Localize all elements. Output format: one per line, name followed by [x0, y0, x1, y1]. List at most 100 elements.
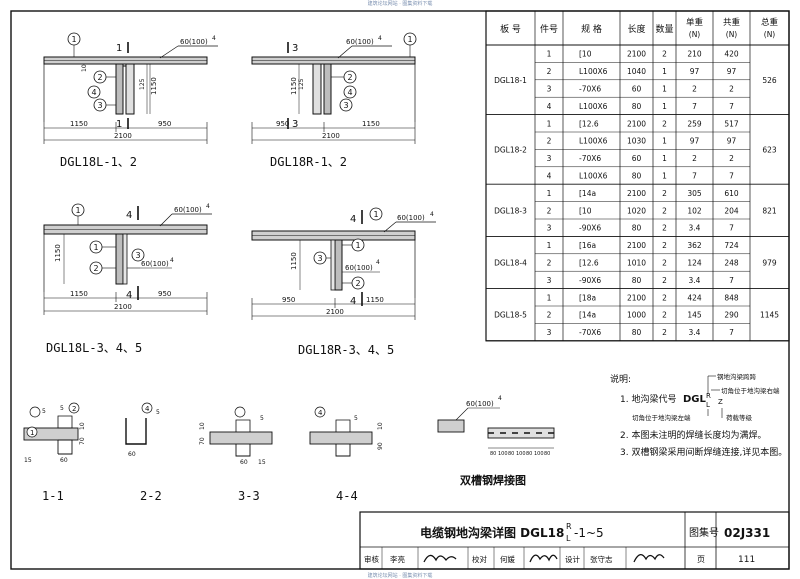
table-cell: -90X6 — [579, 224, 601, 233]
svg-text:1: 1 — [116, 119, 122, 130]
svg-text:5: 5 — [42, 408, 46, 415]
table-cell: 724 — [724, 241, 739, 250]
table-cell: 7 — [692, 172, 697, 181]
svg-text:2: 2 — [348, 73, 353, 82]
svg-text:钢地沟梁跨跨: 钢地沟梁跨跨 — [717, 372, 757, 381]
double-channel-detail: 60(100) 4 80 100 80 100 80 100 80 双槽钢焊接图 — [437, 395, 555, 487]
table-cell: 7 — [692, 102, 697, 111]
svg-text:4: 4 — [212, 35, 216, 42]
svg-text:60(100): 60(100) — [345, 264, 373, 272]
table-cell: 259 — [687, 119, 702, 128]
bottom-watermark: 建筑论坛网站 · 图集资料下载 — [367, 573, 433, 579]
table-cell: 305 — [687, 189, 702, 198]
svg-text:1150: 1150 — [70, 120, 88, 128]
svg-text:2. 本图未注明的焊缝长度均为满焊。: 2. 本图未注明的焊缝长度均为满焊。 — [620, 429, 766, 441]
svg-text:何媛: 何媛 — [500, 554, 515, 564]
svg-text:70: 70 — [199, 437, 206, 445]
title-block: 电缆钢地沟梁详图 DGL18 R L -1~5 图集号 02J331 审核 李亮… — [359, 511, 790, 570]
svg-text:5: 5 — [60, 405, 64, 412]
table-cell: 1 — [547, 119, 552, 128]
table-cell: [12.6 — [579, 119, 599, 128]
table-cell: 2100 — [627, 241, 646, 250]
table-cell: -90X6 — [579, 276, 601, 285]
svg-text:90: 90 — [377, 442, 384, 450]
table-cell: 1030 — [627, 137, 646, 146]
table-cell: 2 — [662, 276, 667, 285]
table-cell: 2100 — [627, 189, 646, 198]
table-cell: 204 — [724, 206, 739, 215]
table-cell: [16a — [579, 241, 596, 250]
svg-text:1150: 1150 — [362, 120, 380, 128]
svg-text:4: 4 — [430, 211, 434, 218]
table-cell: L100X6 — [579, 67, 608, 76]
table-cell: 4 — [547, 102, 552, 111]
svg-text:4: 4 — [378, 35, 382, 42]
svg-text:100: 100 — [516, 451, 526, 457]
svg-text:5: 5 — [260, 415, 264, 422]
table-cell: 7 — [729, 224, 734, 233]
svg-text:R: R — [566, 522, 572, 531]
svg-text:2100: 2100 — [114, 303, 132, 311]
table-cell: -70X6 — [579, 154, 601, 163]
svg-text:1150: 1150 — [366, 296, 384, 304]
group-name: DGL18-4 — [494, 259, 527, 268]
svg-text:3: 3 — [136, 251, 141, 260]
drawing-title: DGL18R-3、4、5 — [298, 343, 394, 357]
table-cell: 2 — [662, 328, 667, 337]
designer-signature — [633, 554, 665, 563]
table-cell: 1 — [662, 102, 667, 111]
table-cell: 2 — [547, 206, 552, 215]
svg-text:1: 1 — [356, 241, 361, 250]
svg-text:60: 60 — [240, 459, 248, 466]
table-header: 长度 — [627, 23, 645, 35]
group-total: 526 — [762, 76, 777, 85]
svg-text:80: 80 — [508, 451, 514, 457]
table-cell: 517 — [724, 119, 739, 128]
table-cell: 3 — [547, 276, 552, 285]
reviewer-signature — [423, 554, 457, 563]
angle-stiffener — [115, 63, 124, 115]
table-cell: 2 — [692, 154, 697, 163]
table-cell: 1 — [547, 293, 552, 302]
notes-block: 说明: 1. 地沟梁代号 DGL R L Z 钢地沟梁跨跨 切角位于地沟梁右端 … — [610, 372, 787, 458]
svg-text:4: 4 — [376, 259, 380, 266]
table-cell: 80 — [632, 172, 642, 181]
table-cell: 145 — [687, 311, 702, 320]
table-cell: 97 — [690, 137, 700, 146]
table-cell: 2100 — [627, 293, 646, 302]
table-cell: 4 — [547, 172, 552, 181]
svg-text:80: 80 — [544, 451, 550, 457]
table-cell: L100X6 — [579, 172, 608, 181]
group-total: 979 — [762, 259, 777, 268]
table-cell: 2 — [547, 259, 552, 268]
table-cell: 290 — [724, 311, 739, 320]
svg-text:4: 4 — [350, 296, 356, 307]
svg-text:1: 1 — [408, 35, 413, 44]
section-mark-top: 1 — [116, 43, 122, 54]
table-header: 共重 — [723, 17, 741, 28]
section-label: 4-4 — [336, 489, 358, 503]
svg-text:李亮: 李亮 — [390, 554, 405, 564]
table-cell: [10 — [579, 50, 592, 59]
group-name: DGL18-2 — [494, 145, 527, 154]
table-cell: 2 — [662, 293, 667, 302]
table-header: 规 格 — [581, 23, 602, 35]
table-cell: [10 — [579, 206, 592, 215]
svg-text:荷载等级: 荷载等级 — [726, 413, 753, 422]
svg-text:1150: 1150 — [54, 244, 62, 262]
svg-text:3: 3 — [98, 101, 103, 110]
table-cell: 2 — [692, 85, 697, 94]
table-cell: [14a — [579, 311, 596, 320]
table-cell: 80 — [632, 328, 642, 337]
table-cell: 3 — [547, 224, 552, 233]
table-cell: 97 — [727, 137, 737, 146]
table-cell: 1000 — [627, 311, 646, 320]
table-header: 数量 — [655, 23, 673, 35]
svg-text:审核: 审核 — [364, 554, 379, 564]
svg-text:60(100): 60(100) — [141, 260, 169, 268]
drawing-title: DGL18L-3、4、5 — [46, 341, 142, 355]
svg-text:60(100): 60(100) — [346, 38, 374, 46]
section-label: 1-1 — [42, 489, 64, 503]
group-total: 623 — [762, 145, 777, 154]
